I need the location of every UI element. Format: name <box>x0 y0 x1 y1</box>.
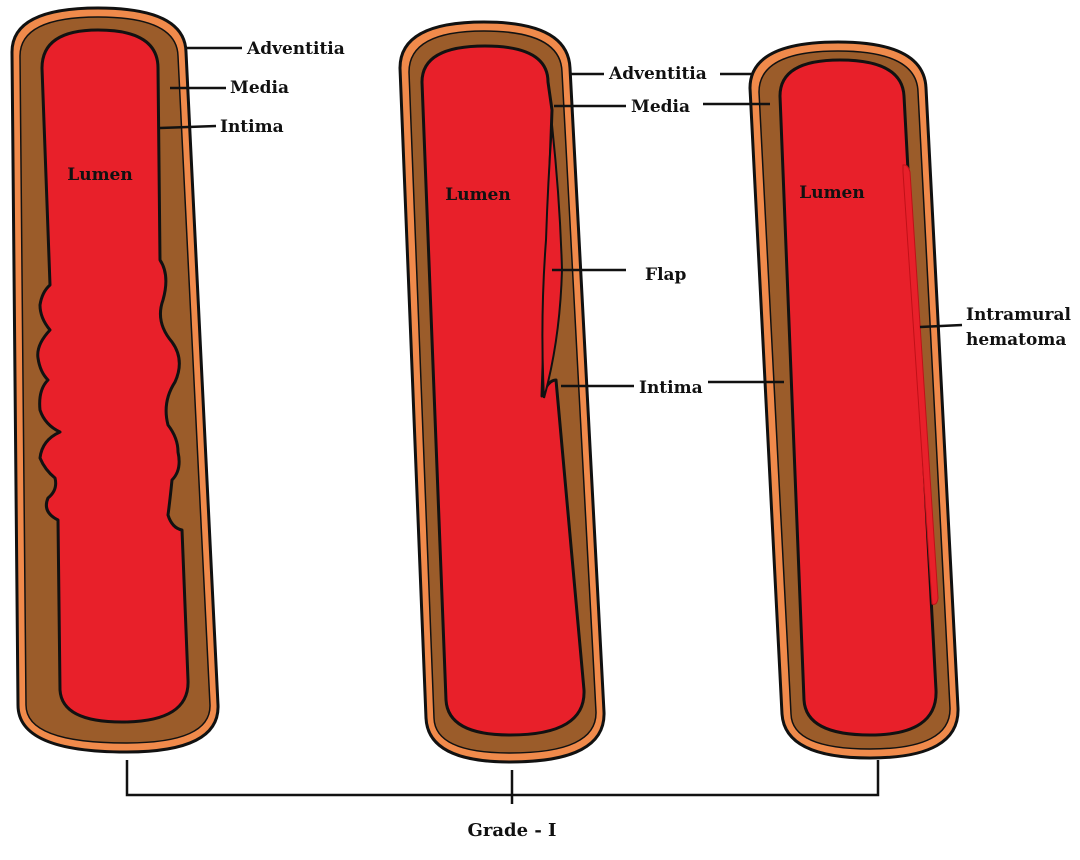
label-v3-hematoma-line2: hematoma <box>966 330 1066 350</box>
vessel-3-hematoma <box>902 164 939 605</box>
label-v1-intima: Intima <box>220 117 284 137</box>
leader-v1-intima <box>159 124 217 130</box>
leader-v3-hematoma <box>919 323 963 329</box>
vessel-1-lumen-label: Lumen <box>67 165 132 185</box>
vessel-2-flap <box>541 124 564 399</box>
label-v3-hematoma-line1: Intramural <box>966 305 1071 325</box>
vessel-1: Lumen Adventitia Media Intima <box>10 6 345 754</box>
vessel-3-lumen-label: Lumen <box>799 183 864 203</box>
vessel-2-lumen-label: Lumen <box>445 185 510 205</box>
label-v2-intima: Intima <box>639 378 703 398</box>
grade-caption: Grade - I <box>468 820 557 841</box>
label-v2-flap: Flap <box>645 265 687 285</box>
vessel-3-lumen <box>778 58 938 737</box>
grade-bracket: Grade - I <box>125 760 880 841</box>
vessel-1-lumen <box>36 28 190 724</box>
label-v1-adventitia: Adventitia <box>246 39 345 59</box>
vessel-2: Lumen Adventitia Media Flap Intima <box>398 20 707 764</box>
label-v1-media: Media <box>230 78 289 98</box>
label-v2-media: Media <box>631 97 690 117</box>
bracket-line <box>125 760 880 797</box>
label-v2-adventitia: Adventitia <box>608 64 707 84</box>
vessel-3: Lumen Intramural hematoma <box>703 40 1071 760</box>
